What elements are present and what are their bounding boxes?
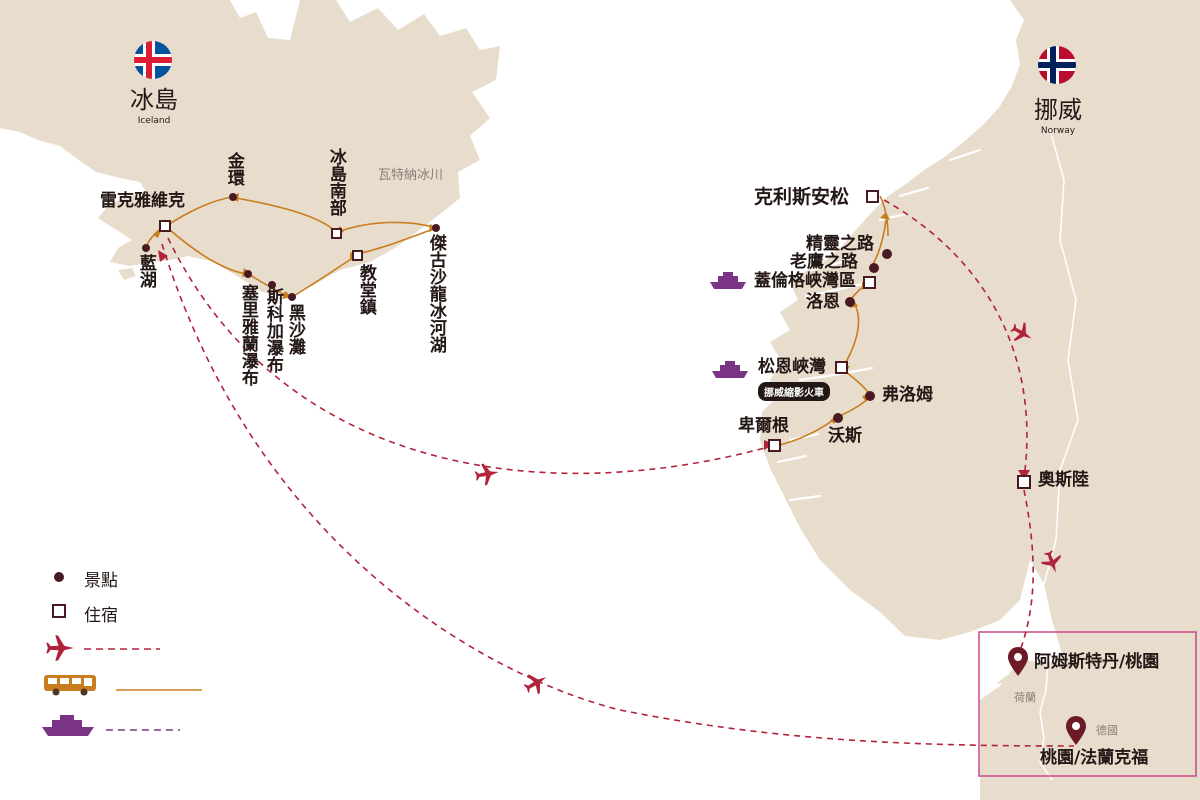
place-label-south-iceland: 冰島南部 bbox=[325, 148, 346, 216]
country-name-en: Iceland bbox=[137, 116, 171, 126]
place-label-seljalandsfoss: 塞里雅蘭瀑布 bbox=[237, 284, 258, 386]
europe-landmass bbox=[980, 636, 1200, 800]
place-label-skogafoss: 斯科加瀑布 bbox=[262, 288, 283, 373]
attraction-point-flam bbox=[865, 391, 875, 401]
legend-label-accommodation: 住宿 bbox=[84, 606, 118, 626]
iceland-landmass bbox=[0, 0, 500, 296]
attraction-point-seljalandsfoss bbox=[244, 270, 252, 278]
place-label-sognefjord: 松恩峽灣 bbox=[758, 357, 826, 377]
attraction-point-golden-circle bbox=[229, 193, 237, 201]
place-label-flam: 弗洛姆 bbox=[882, 385, 933, 405]
flight-kristiansund-oslo bbox=[883, 199, 1028, 479]
attraction-point-blue-lagoon bbox=[142, 244, 150, 252]
norway-landmass bbox=[760, 0, 1200, 800]
flight-routes bbox=[161, 199, 1075, 747]
country-name: 冰島 bbox=[130, 86, 178, 114]
attraction-point-jokulsarlon bbox=[432, 224, 440, 232]
flag-icon bbox=[134, 41, 172, 79]
stay-point-reykjavik bbox=[159, 220, 171, 232]
inset-frame bbox=[978, 631, 1197, 777]
place-label-geiranger: 蓋倫格峽灣區 bbox=[754, 271, 856, 291]
country-label-iceland: 冰島 Iceland bbox=[128, 80, 180, 126]
place-label-blue-lagoon: 藍湖 bbox=[135, 254, 156, 288]
airplane-icon bbox=[46, 635, 74, 661]
place-label-kristiansund: 克利斯安松 bbox=[754, 186, 850, 208]
stay-point-church-town bbox=[352, 250, 363, 261]
accommodation-points bbox=[159, 190, 1031, 489]
stay-point-south-iceland bbox=[331, 228, 342, 239]
attraction-point-loen bbox=[845, 297, 855, 307]
stay-point-geiranger bbox=[863, 276, 876, 289]
place-label-eagle-road: 老鷹之路 bbox=[790, 252, 858, 272]
region-label-vatnajokull: 瓦特納冰川 bbox=[378, 168, 444, 183]
attraction-point-voss bbox=[833, 413, 843, 423]
stay-point-kristiansund bbox=[866, 190, 879, 203]
flight-reykjavik-bergen bbox=[167, 237, 773, 475]
place-label-loen: 洛恩 bbox=[806, 292, 840, 312]
place-label-trollstigen: 精靈之路 bbox=[806, 234, 874, 254]
iceland-coast-fragment bbox=[118, 268, 136, 280]
country-name-en: Norway bbox=[1040, 126, 1076, 136]
place-label-amsterdam: 阿姆斯特丹/桃園 bbox=[1034, 652, 1160, 672]
stay-point-sognefjord bbox=[835, 361, 848, 374]
legend-label-attraction: 景點 bbox=[84, 571, 118, 591]
legend-stay-square bbox=[52, 604, 66, 618]
fjord-cuts bbox=[776, 148, 982, 502]
place-label-church-town: 教堂鎮 bbox=[355, 264, 376, 315]
flight-oslo-amsterdam bbox=[1017, 489, 1034, 657]
ship-icon bbox=[42, 715, 94, 736]
attraction-point-eagle-road bbox=[869, 263, 879, 273]
place-label-reykjavik: 雷克雅維克 bbox=[100, 191, 185, 211]
flight-reykjavik-frankfurt bbox=[161, 243, 1075, 747]
nl-de-border bbox=[1039, 663, 1053, 781]
norway-sweden-border bbox=[1043, 129, 1079, 585]
nl-islands bbox=[996, 674, 1020, 684]
attraction-points bbox=[142, 193, 892, 423]
attraction-point-skogafoss bbox=[268, 281, 276, 289]
place-label-voss: 沃斯 bbox=[828, 426, 862, 446]
place-label-black-beach: 黑沙灘 bbox=[284, 304, 305, 355]
region-label-germany: 德國 bbox=[1096, 724, 1118, 737]
place-label-jokulsarlon: 傑古沙龍冰河湖 bbox=[425, 234, 446, 353]
attraction-point-black-beach bbox=[288, 293, 296, 301]
country-label-norway: 挪威 Norway bbox=[1030, 90, 1086, 136]
pin-icon bbox=[1066, 716, 1086, 745]
place-label-bergen: 卑爾根 bbox=[738, 416, 789, 436]
place-label-golden-circle: 金環 bbox=[223, 152, 244, 186]
flag-icon bbox=[1038, 46, 1076, 84]
pin-icon bbox=[1008, 647, 1028, 676]
ship-icon bbox=[712, 361, 748, 378]
iceland-coast-fragment bbox=[10, 86, 56, 106]
place-label-frankfurt: 桃園/法蘭克福 bbox=[1040, 748, 1149, 768]
ship-icon bbox=[710, 272, 746, 289]
flam-railway-badge: 挪威縮影火車 bbox=[758, 382, 830, 401]
airplane-icon bbox=[520, 667, 552, 699]
place-label-oslo: 奧斯陸 bbox=[1038, 470, 1089, 490]
bus-icon bbox=[44, 675, 96, 696]
stay-point-bergen bbox=[768, 439, 781, 452]
region-label-netherlands: 荷蘭 bbox=[1014, 691, 1036, 704]
country-name: 挪威 bbox=[1034, 96, 1082, 124]
attraction-point-trollstigen bbox=[882, 249, 892, 259]
stay-point-oslo bbox=[1017, 475, 1031, 489]
legend-attraction-dot bbox=[54, 572, 64, 582]
